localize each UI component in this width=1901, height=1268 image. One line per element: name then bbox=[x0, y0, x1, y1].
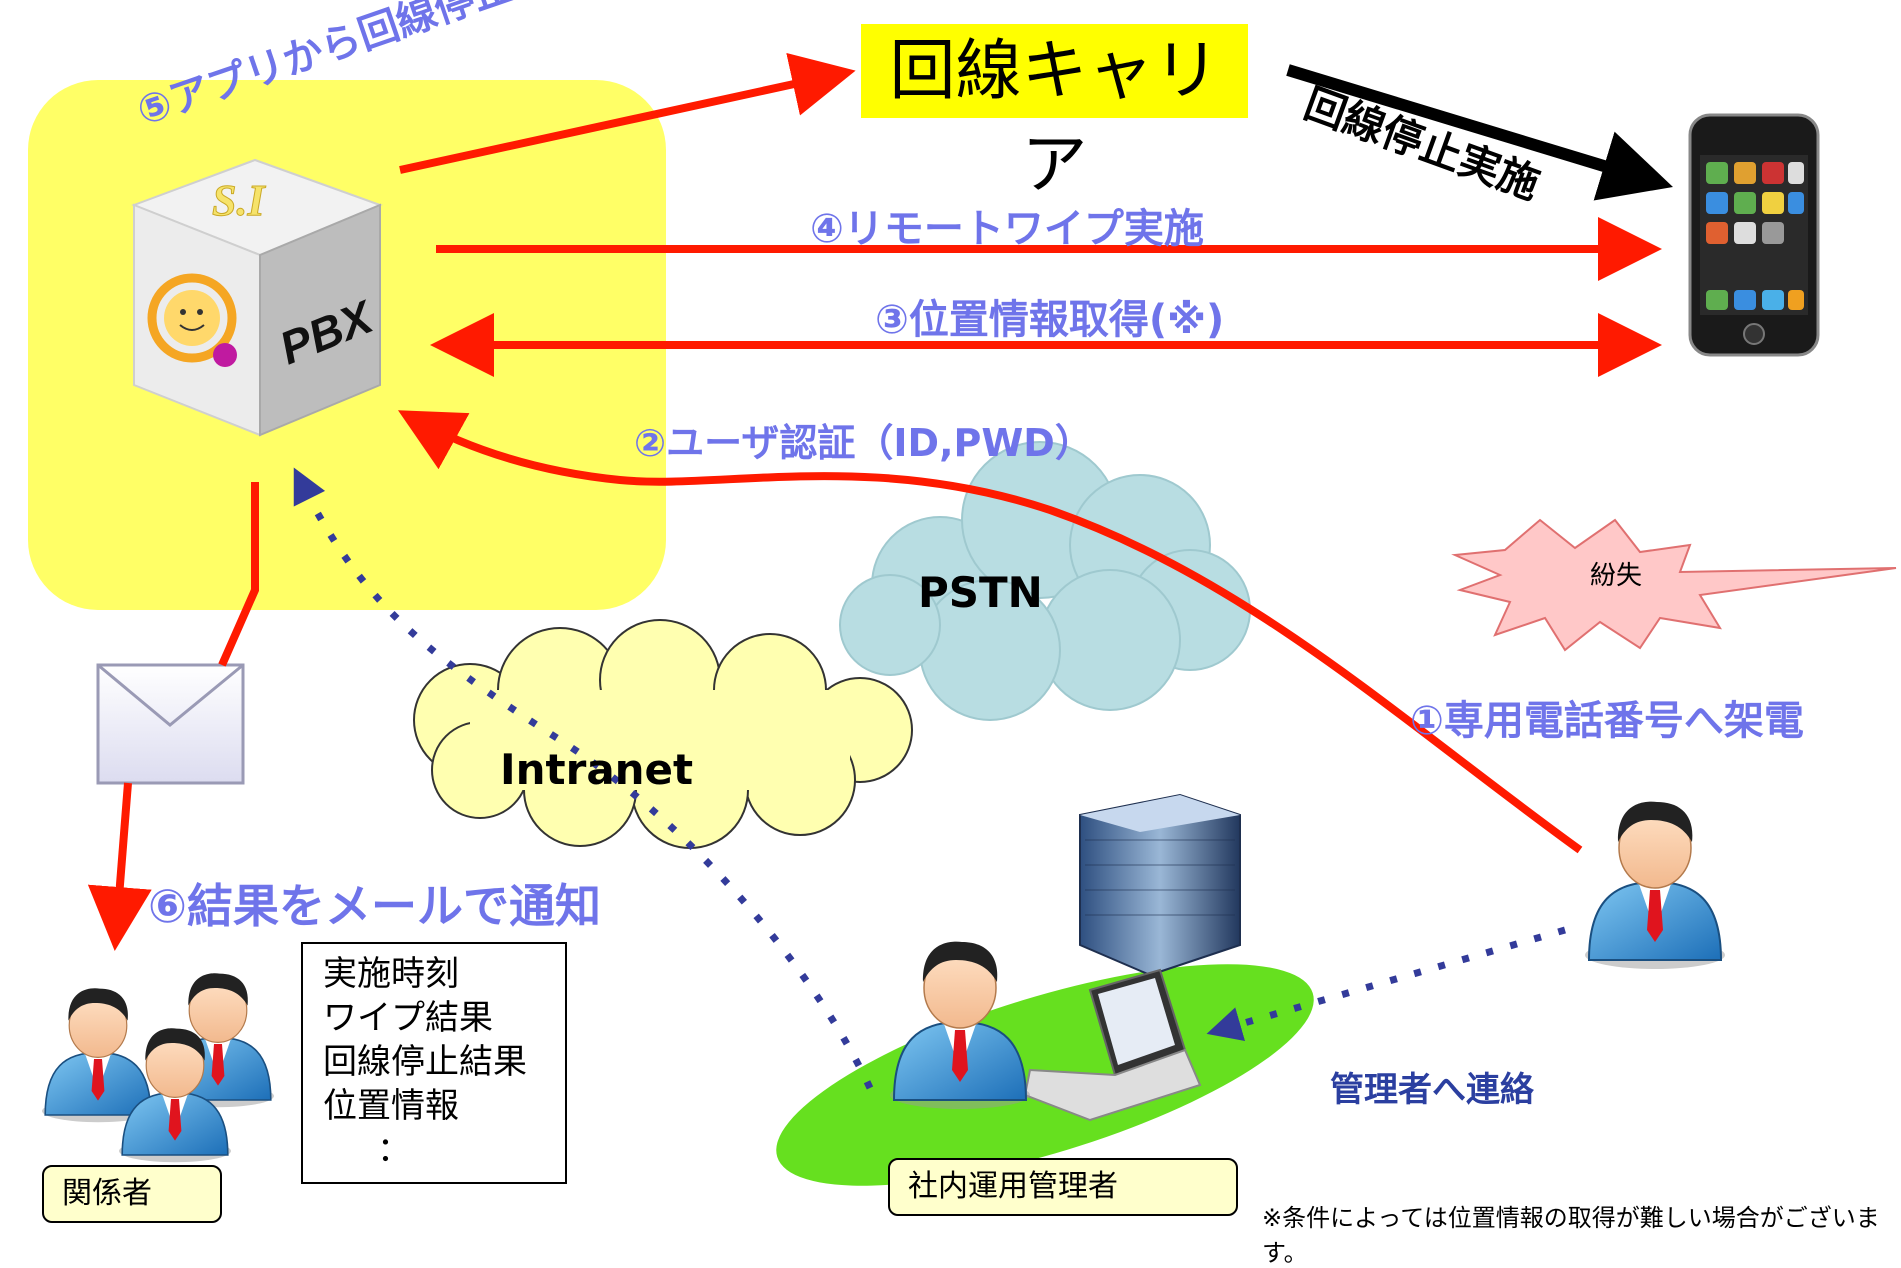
step6-label: ⑥結果をメールで通知 bbox=[148, 879, 601, 933]
step5-arrow bbox=[399, 52, 856, 174]
intranet-cloud bbox=[413, 619, 913, 849]
step4-label: ④リモートワイプ実施 bbox=[810, 206, 1204, 252]
building-icon bbox=[1079, 793, 1241, 977]
line-stop-arrow bbox=[1286, 64, 1673, 201]
step2-label: ②ユーザ認証（ID,PWD） bbox=[634, 421, 1093, 465]
footnote: ※条件によっては位置情報の取得が難しい場合がございます。 bbox=[1262, 1204, 1880, 1267]
pstn-cloud bbox=[839, 441, 1251, 721]
contact-admin-label: 管理者へ連絡 bbox=[1330, 1070, 1534, 1110]
person-icon bbox=[41, 972, 275, 1163]
diagram-graphics: S.I PBX bbox=[28, 52, 1897, 1186]
step1-label: ①専用電話番号へ架電 bbox=[1410, 698, 1804, 744]
result-item: ： bbox=[377, 1130, 411, 1170]
laptop-icon bbox=[1023, 968, 1202, 1122]
result-items-box: 実施時刻 ワイプ結果 回線停止結果 位置情報 ： bbox=[301, 942, 567, 1184]
mail-line-top bbox=[218, 482, 259, 667]
pbx-cube-icon: S.I PBX bbox=[131, 158, 383, 437]
envelope-icon bbox=[96, 663, 245, 785]
result-item: 実施時刻 bbox=[323, 954, 459, 994]
lost-burst bbox=[1451, 518, 1897, 652]
diagram-canvas: { "carrier_label": "回線キャリア", "line_stop_… bbox=[28, 0, 1897, 1267]
carrier-box: 回線キャリア bbox=[861, 24, 1248, 203]
result-item: ワイプ結果 bbox=[323, 998, 493, 1038]
contact-dotted-arrow bbox=[1206, 926, 1566, 1041]
intranet-label: Intranet bbox=[500, 745, 694, 794]
step1-2-arrow bbox=[397, 410, 1583, 854]
step6-arrow bbox=[87, 782, 152, 951]
stakeholders-box: 関係者 bbox=[42, 1165, 222, 1223]
lost-label: 紛失 bbox=[1590, 561, 1643, 591]
pbx-logo-text: S.I bbox=[212, 176, 266, 225]
intranet-dotted-arrow bbox=[293, 467, 874, 1090]
admin-name-box: 社内運用管理者 bbox=[888, 1158, 1238, 1216]
smartphone-icon bbox=[1688, 113, 1820, 357]
pstn-label: PSTN bbox=[918, 568, 1043, 617]
result-item: 位置情報 bbox=[323, 1086, 459, 1126]
result-item: 回線停止結果 bbox=[323, 1042, 527, 1082]
user-person-icon bbox=[1584, 800, 1726, 970]
step3-label: ③位置情報取得(※) bbox=[875, 297, 1225, 343]
